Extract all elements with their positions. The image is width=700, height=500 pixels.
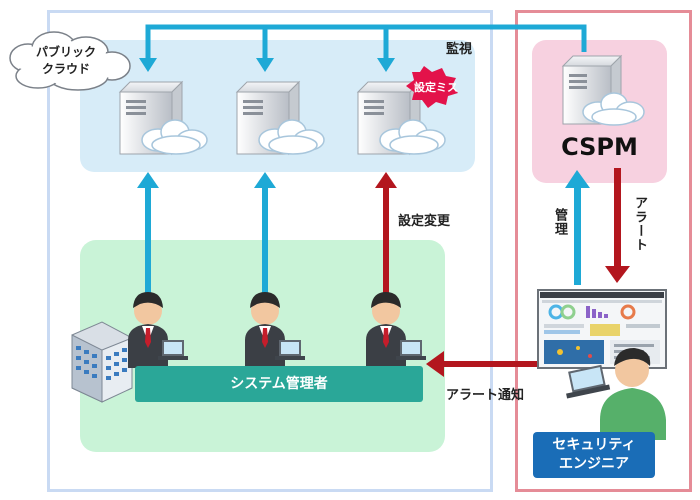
alert-label: アラート	[632, 196, 647, 252]
misconfig-burst-icon	[406, 66, 458, 108]
security-engineer-line1: セキュリティ	[552, 437, 636, 453]
cspm-title: CSPM	[561, 133, 638, 161]
misconfig-label: 設定ミス	[414, 81, 458, 94]
security-frame	[515, 10, 692, 492]
monitor-arrow	[145, 24, 587, 62]
admin-person-1	[128, 292, 188, 368]
public-cloud-label-line2: クラウド	[41, 62, 90, 76]
sys-admin-bar: システム管理者	[135, 366, 423, 402]
admin-person-3	[366, 292, 426, 368]
public-cloud-label: パブリック クラウド	[18, 44, 114, 78]
sys-admin-label: システム管理者	[230, 376, 328, 392]
cloud-server-1	[118, 80, 208, 156]
alert-notify-arrowhead	[426, 351, 444, 377]
security-engineer-line2: エンジニア	[559, 456, 629, 472]
admin-to-server-arrows	[137, 172, 397, 296]
cloud-server-3	[356, 80, 446, 156]
building-icon	[71, 321, 133, 403]
public-cloud-frame	[47, 10, 493, 492]
alert-arrowhead	[605, 266, 630, 283]
admin-person-2	[245, 292, 305, 368]
security-engineer-badge: セキュリティ エンジニア	[533, 432, 655, 478]
alert-notify-label: アラート通知	[446, 388, 525, 403]
config-change-label: 設定変更	[398, 214, 451, 229]
cloud-server-2	[235, 80, 325, 156]
public-cloud-label-line1: パブリック	[35, 45, 96, 59]
manage-label: 管理	[552, 208, 567, 236]
manage-arrowhead	[565, 170, 590, 188]
cspm-server	[561, 54, 645, 126]
security-engineer-person	[566, 348, 666, 440]
monitor-label: 監視	[446, 42, 473, 57]
